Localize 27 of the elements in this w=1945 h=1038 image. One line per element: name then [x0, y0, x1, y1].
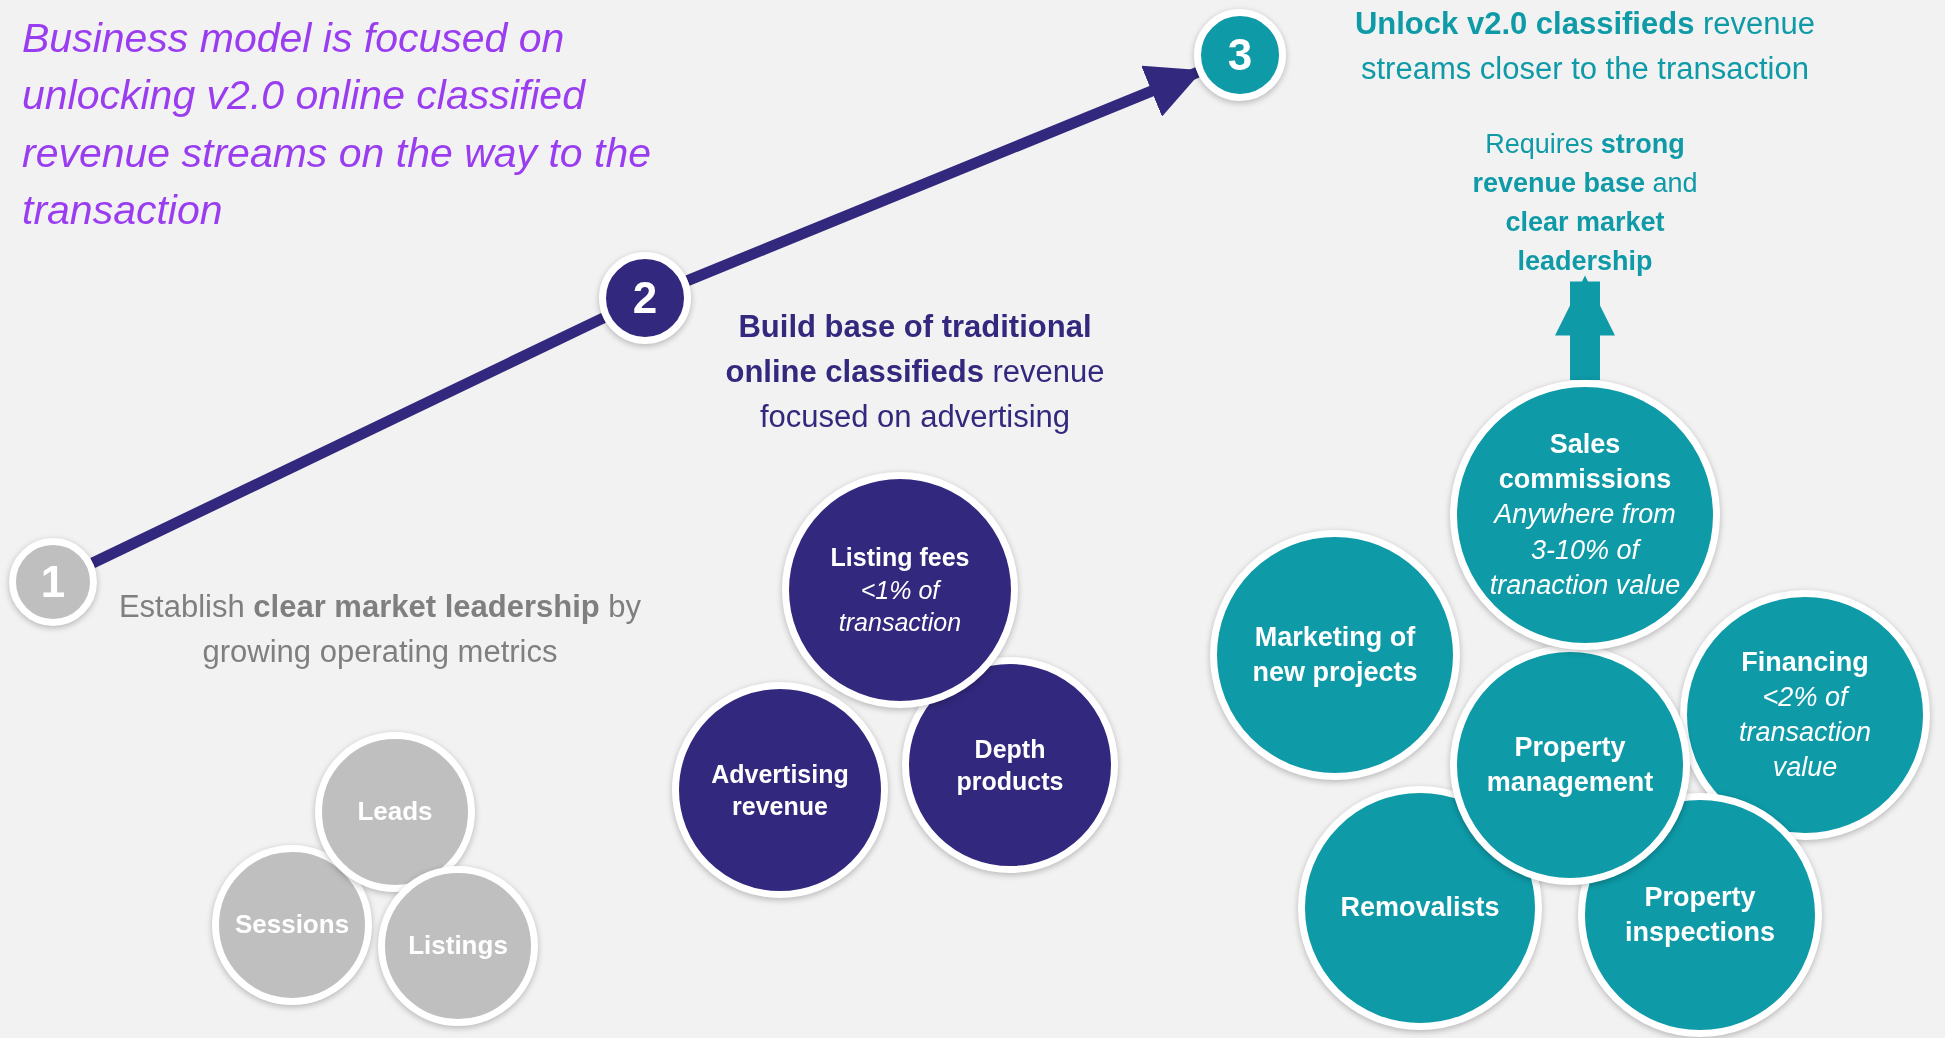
node-label: Sessions [234, 908, 350, 942]
title: Business model is focused on unlocking v2.0 online classified revenue streams on the way to the transaction [22, 14, 652, 236]
arrow [1555, 275, 1615, 380]
circle-node [599, 252, 691, 344]
node-label: 1 [40, 556, 66, 609]
step-description: Build base of traditional online classifieds revenue focused on advertising [724, 308, 1106, 436]
note-text: Requires strong revenue base and clear market leadership [1440, 125, 1730, 282]
node-label: Financing [1741, 645, 1869, 679]
note-text: <1% of transaction [837, 574, 963, 639]
circle-node [1194, 9, 1286, 101]
node-label: Listings [408, 929, 508, 963]
node-label: Depth products [955, 733, 1065, 797]
node-label: Leads [357, 795, 433, 829]
step-description: Unlock v2.0 classifieds revenue streams closer to the transaction [1353, 5, 1817, 88]
circle-node [9, 538, 97, 626]
node-label: Removalists [1340, 891, 1500, 925]
node-label: Property inspections [1624, 880, 1776, 949]
node-label: Property management [1486, 730, 1654, 799]
node-label: 2 [632, 272, 658, 325]
node-label: Sales commissions [1497, 428, 1673, 497]
step-description: Establish clear market leadership by growing operating metrics [117, 588, 643, 671]
node-label: Marketing of new projects [1251, 620, 1419, 689]
node-label: Listing fees [830, 542, 970, 574]
node-label: 3 [1227, 29, 1253, 82]
note-text: Anywhere from 3-10% of tranaction value [1488, 498, 1682, 602]
node-label: Advertising revenue [710, 758, 850, 822]
note-text: <2% of transaction value [1737, 680, 1873, 785]
